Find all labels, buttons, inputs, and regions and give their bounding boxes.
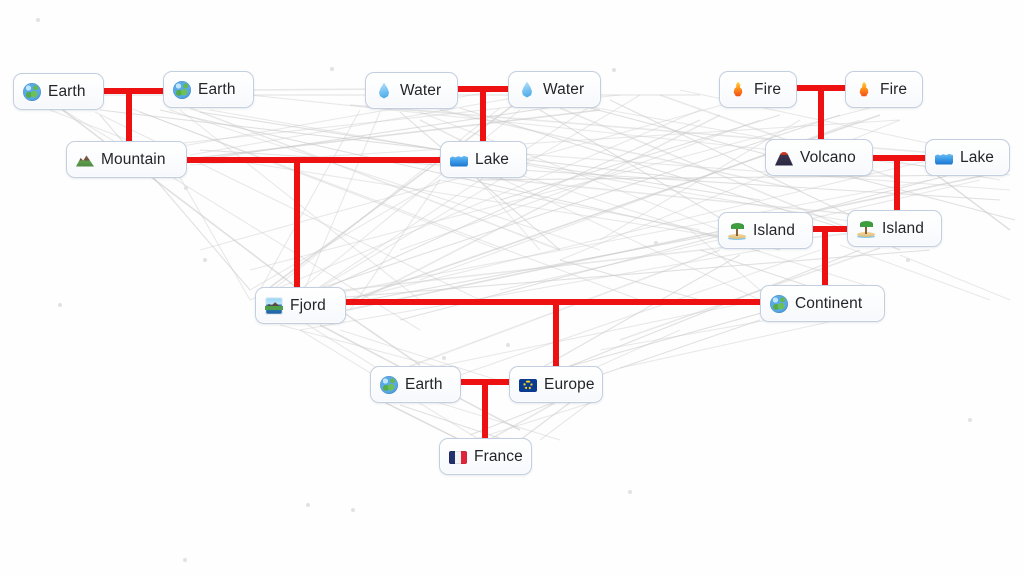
node-label: Earth xyxy=(405,375,443,393)
node-label: Volcano xyxy=(800,148,856,166)
eu-flag-icon xyxy=(519,376,537,394)
earth-globe-icon xyxy=(770,294,788,313)
node-fire-2[interactable]: Fire xyxy=(845,71,923,108)
node-label: Water xyxy=(400,81,442,99)
node-europe[interactable]: Europe xyxy=(509,366,603,403)
node-volcano[interactable]: Volcano xyxy=(765,139,873,176)
node-continent[interactable]: Continent xyxy=(760,285,885,322)
node-label: Fire xyxy=(880,80,908,98)
node-france[interactable]: France xyxy=(439,438,532,475)
node-label: Island xyxy=(753,221,795,239)
node-fjord[interactable]: Fjord xyxy=(255,287,346,324)
node-label: Continent xyxy=(795,294,863,312)
water-droplet-icon xyxy=(518,81,536,99)
node-lake-1[interactable]: Lake xyxy=(440,141,527,178)
node-label: Fire xyxy=(754,80,782,98)
node-label: Lake xyxy=(960,148,995,166)
island-palm-icon xyxy=(728,222,746,240)
node-water-2[interactable]: Water xyxy=(508,71,601,108)
node-label: France xyxy=(474,447,523,465)
water-wave-icon xyxy=(450,151,468,169)
node-earth-1[interactable]: Earth xyxy=(13,73,104,110)
node-lake-2[interactable]: Lake xyxy=(925,139,1010,176)
france-flag-icon xyxy=(449,448,467,466)
volcano-icon xyxy=(775,149,793,167)
node-label: Earth xyxy=(198,80,236,98)
fire-flame-icon xyxy=(855,81,873,99)
node-label: Europe xyxy=(544,375,595,393)
water-wave-icon xyxy=(935,149,953,167)
node-island-2[interactable]: Island xyxy=(847,210,942,247)
node-label: Fjord xyxy=(290,296,326,314)
node-fire-1[interactable]: Fire xyxy=(719,71,797,108)
mountain-icon xyxy=(76,151,94,169)
earth-globe-icon xyxy=(23,82,41,101)
water-droplet-icon xyxy=(375,82,393,100)
node-label: Lake xyxy=(475,150,510,168)
node-island-1[interactable]: Island xyxy=(718,212,813,249)
node-earth-3[interactable]: Earth xyxy=(370,366,461,403)
fjord-photo-icon xyxy=(265,296,283,315)
fire-flame-icon xyxy=(729,81,747,99)
earth-globe-icon xyxy=(173,80,191,99)
node-label: Earth xyxy=(48,82,86,100)
node-label: Mountain xyxy=(101,150,166,168)
node-earth-2[interactable]: Earth xyxy=(163,71,254,108)
node-water-1[interactable]: Water xyxy=(365,72,458,109)
node-label: Water xyxy=(543,80,585,98)
earth-globe-icon xyxy=(380,375,398,394)
island-palm-icon xyxy=(857,220,875,238)
node-mountain[interactable]: Mountain xyxy=(66,141,187,178)
node-label: Island xyxy=(882,219,924,237)
